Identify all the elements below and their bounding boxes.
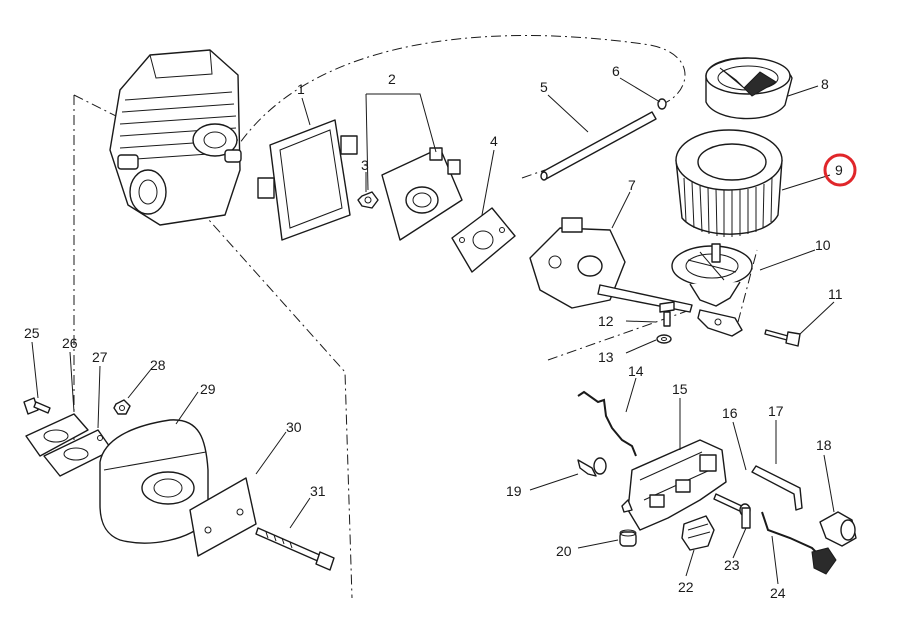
label-4[interactable]: 4 <box>490 133 498 149</box>
label-12[interactable]: 12 <box>598 313 614 329</box>
intake-manifold-part[interactable] <box>381 147 463 241</box>
muffler-nut-part[interactable] <box>113 399 131 415</box>
label-19[interactable]: 19 <box>506 483 522 499</box>
bolt-part[interactable] <box>764 329 801 347</box>
label-5[interactable]: 5 <box>540 79 548 95</box>
screw-part[interactable] <box>659 301 675 327</box>
muffler-bolt-part[interactable] <box>23 397 51 415</box>
nut-part[interactable] <box>357 191 379 209</box>
label-11[interactable]: 11 <box>828 286 843 302</box>
washer-part[interactable] <box>656 334 672 344</box>
label-28[interactable]: 28 <box>150 357 166 373</box>
air-filter-cover-part[interactable] <box>705 57 793 120</box>
ring-part[interactable] <box>657 98 667 110</box>
heat-shield-part[interactable] <box>189 477 257 557</box>
spring-clip-part[interactable] <box>577 457 607 477</box>
air-filter-part[interactable] <box>675 129 783 237</box>
cylinder-part[interactable] <box>109 49 242 226</box>
callout-labels: 1 2 3 4 5 6 7 8 9 10 11 12 13 14 15 16 1… <box>24 63 843 601</box>
label-3[interactable]: 3 <box>361 157 369 173</box>
label-2[interactable]: 2 <box>388 71 396 87</box>
filter-base-part[interactable] <box>671 243 753 307</box>
primer-bulb-part[interactable] <box>819 511 857 547</box>
label-14[interactable]: 14 <box>628 363 644 379</box>
carburetor-gasket-part[interactable] <box>451 207 516 273</box>
carburetor-part[interactable] <box>529 217 693 313</box>
insulator-gasket-part[interactable] <box>257 119 358 241</box>
throttle-rod-part[interactable] <box>577 390 637 457</box>
label-31[interactable]: 31 <box>310 483 326 499</box>
label-6[interactable]: 6 <box>612 63 620 79</box>
label-1[interactable]: 1 <box>297 81 305 97</box>
bracket-part[interactable] <box>697 309 743 337</box>
label-17[interactable]: 17 <box>768 403 784 419</box>
long-bolt-part[interactable] <box>255 527 335 571</box>
highlight-circle-9 <box>823 153 857 187</box>
label-27[interactable]: 27 <box>92 349 108 365</box>
label-22[interactable]: 22 <box>678 579 694 595</box>
leader-lines <box>31 77 835 585</box>
label-18[interactable]: 18 <box>816 437 832 453</box>
tube-part[interactable] <box>751 465 803 511</box>
fuel-line-rod-part[interactable] <box>540 111 657 181</box>
label-9[interactable]: 9 <box>835 162 843 178</box>
label-7[interactable]: 7 <box>628 177 636 193</box>
label-16[interactable]: 16 <box>722 405 738 421</box>
label-29[interactable]: 29 <box>200 381 216 397</box>
label-25[interactable]: 25 <box>24 325 40 341</box>
control-bracket-part[interactable] <box>621 439 727 531</box>
label-23[interactable]: 23 <box>724 557 740 573</box>
label-8[interactable]: 8 <box>821 76 829 92</box>
muffler-part[interactable] <box>99 419 209 544</box>
label-30[interactable]: 30 <box>286 419 302 435</box>
stop-switch-part[interactable] <box>681 515 715 551</box>
choke-rod-part[interactable] <box>761 511 837 575</box>
label-10[interactable]: 10 <box>815 237 831 253</box>
label-24[interactable]: 24 <box>770 585 786 601</box>
label-20[interactable]: 20 <box>556 543 572 559</box>
label-13[interactable]: 13 <box>598 349 614 365</box>
muffler-gasket-part[interactable] <box>25 413 89 457</box>
label-15[interactable]: 15 <box>672 381 688 397</box>
label-26[interactable]: 26 <box>62 335 78 351</box>
grommet-part[interactable] <box>619 529 637 547</box>
pin-part[interactable] <box>741 507 751 529</box>
